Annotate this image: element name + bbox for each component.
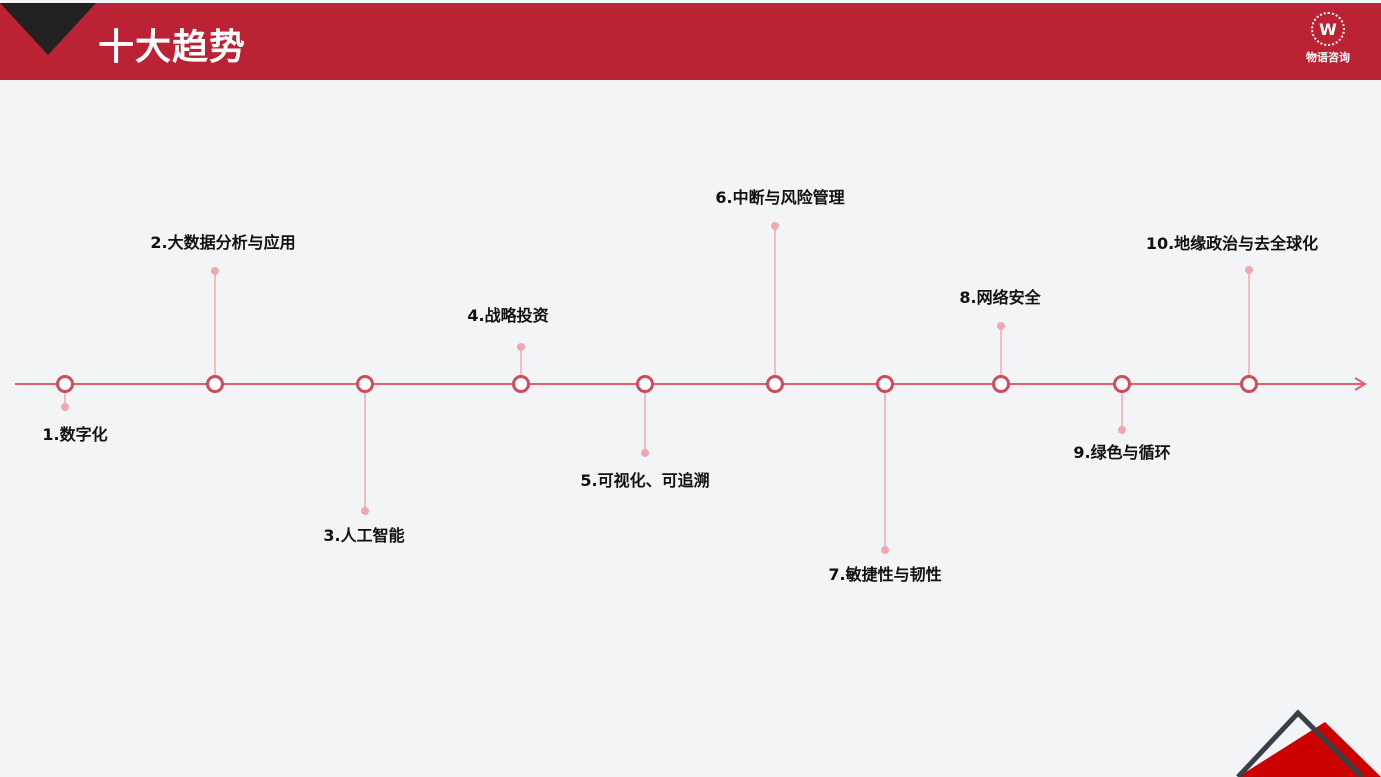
page-title: 十大趋势 [98, 27, 247, 68]
timeline-node [1113, 375, 1131, 393]
logo-icon: W [1311, 12, 1345, 46]
timeline-label: 6.中断与风险管理 [715, 188, 844, 207]
timeline-stem-dot [771, 222, 779, 230]
timeline-label: 5.可视化、可追溯 [580, 471, 709, 490]
timeline-node [992, 375, 1010, 393]
timeline-label: 7.敏捷性与韧性 [828, 565, 941, 584]
timeline-stem-dot [361, 507, 369, 515]
timeline-stem-dot [997, 322, 1005, 330]
logo: W 物语咨询 [1296, 12, 1360, 65]
timeline-label: 2.大数据分析与应用 [150, 233, 295, 252]
corner-red-triangle [1238, 722, 1381, 777]
timeline-node [636, 375, 654, 393]
timeline-stem-dot [881, 546, 889, 554]
header-bar [0, 3, 1381, 80]
timeline-stem-dot [641, 449, 649, 457]
timeline-stem-dot [1245, 266, 1253, 274]
timeline-node [512, 375, 530, 393]
timeline-node [766, 375, 784, 393]
timeline-node [56, 375, 74, 393]
timeline-node [206, 375, 224, 393]
corner-triangle-decoration [0, 3, 96, 55]
timeline-stem-dot [211, 267, 219, 275]
timeline-node [1240, 375, 1258, 393]
timeline-stem-dot [61, 403, 69, 411]
timeline-stem-dot [1118, 426, 1126, 434]
timeline-label: 1.数字化 [42, 425, 107, 444]
timeline-label: 4.战略投资 [467, 306, 548, 325]
corner-outline-triangle [1236, 709, 1364, 777]
timeline-label: 9.绿色与循环 [1073, 443, 1170, 462]
timeline-stem-dot [517, 343, 525, 351]
timeline-label: 3.人工智能 [323, 526, 404, 545]
timeline-label: 10.地缘政治与去全球化 [1146, 234, 1318, 253]
timeline-node [876, 375, 894, 393]
axis-arrow-icon [1354, 377, 1367, 391]
timeline-node [356, 375, 374, 393]
logo-text: 物语咨询 [1306, 51, 1350, 64]
timeline-label: 8.网络安全 [959, 288, 1041, 307]
